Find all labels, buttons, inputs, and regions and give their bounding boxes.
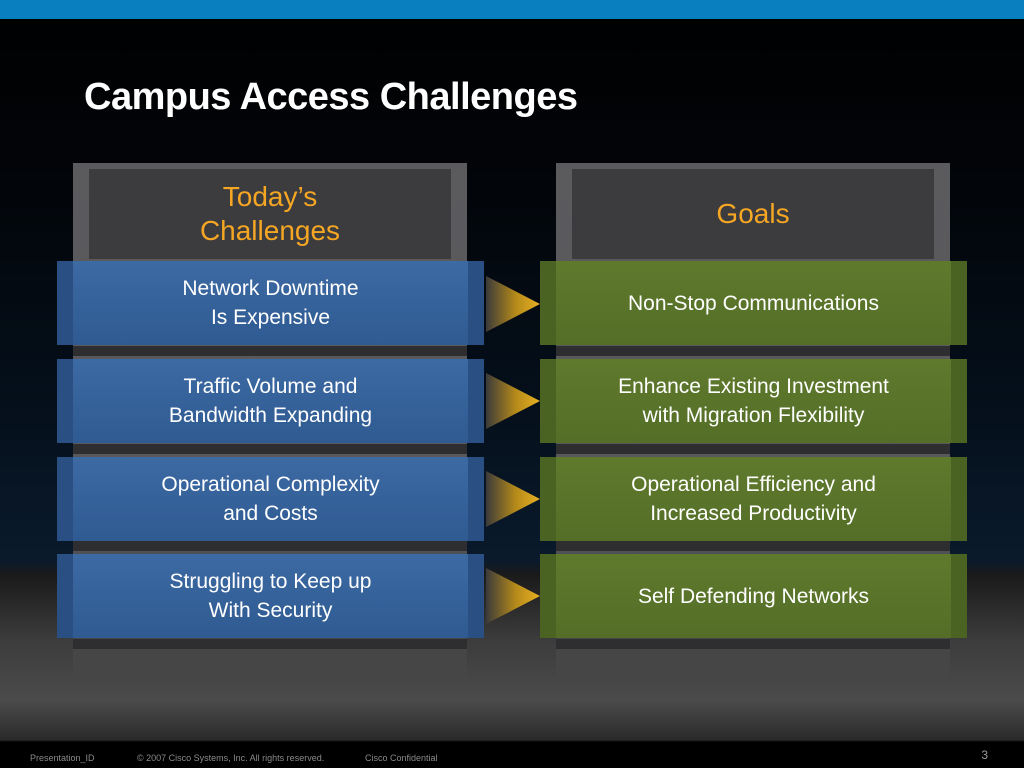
challenge-text: Traffic Volume and Bandwidth Expanding [168,375,373,427]
page-number: 3 [981,748,988,762]
row-separator [73,541,467,551]
slide-title: Campus Access Challenges [84,76,578,118]
row-separator [73,444,467,454]
arrow-right-icon [486,471,540,527]
challenge-card: Network Downtime Is Expensive [57,261,484,345]
arrow-right-icon [486,568,540,624]
challenge-text: Operational Complexity and Costs [161,473,380,525]
row-separator [556,541,950,551]
challenge-card: Traffic Volume and Bandwidth Expanding [57,359,484,443]
goal-card: Non-Stop Communications [540,261,967,345]
goals-heading: Goals [716,198,790,229]
copyright: © 2007 Cisco Systems, Inc. All rights re… [137,753,325,763]
goal-card: Enhance Existing Investment with Migrati… [540,359,967,443]
row-separator [556,346,950,356]
row-separator [556,639,950,649]
arrow-right-icon [486,373,540,429]
challenge-text: Struggling to Keep up With Security [169,570,372,622]
row-separator [556,444,950,454]
challenges-heading-box: Today’s Challenges [89,169,451,259]
challenges-heading: Today’s Challenges [199,181,341,246]
confidential-label: Cisco Confidential [365,753,438,763]
challenge-card: Operational Complexity and Costs [57,457,484,541]
challenge-card: Struggling to Keep up With Security [57,554,484,638]
goal-text: Non-Stop Communications [628,291,879,315]
challenge-text: Network Downtime Is Expensive [182,277,359,329]
arrow-right-icon [486,276,540,332]
row-separator [73,639,467,649]
goal-card: Self Defending Networks [540,554,967,638]
goal-text: Enhance Existing Investment with Migrati… [618,375,889,427]
goals-heading-box: Goals [572,169,934,259]
goal-text: Operational Efficiency and Increased Pro… [631,473,876,525]
presentation-id: Presentation_ID [30,753,95,763]
footer: Presentation_ID © 2007 Cisco Systems, In… [0,742,1024,768]
goal-text: Self Defending Networks [637,584,870,608]
top-accent-bar [0,0,1024,19]
goal-card: Operational Efficiency and Increased Pro… [540,457,967,541]
row-separator [73,346,467,356]
